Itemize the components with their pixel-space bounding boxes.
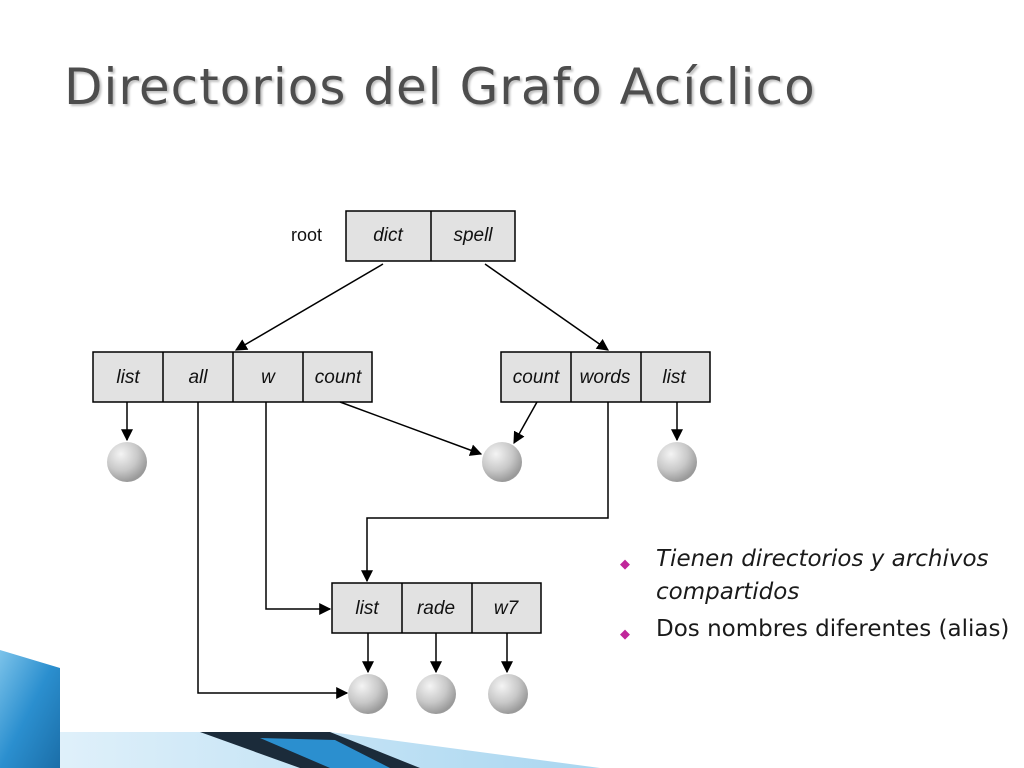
graph-edges [121, 263, 683, 699]
corner-blue-stripe [260, 738, 390, 768]
file-node-w7 [488, 674, 528, 714]
corner-blue-left [0, 650, 60, 768]
edge-all-to-file [197, 402, 349, 699]
spell-directory: count words list [500, 351, 711, 403]
file-node-shared-list [348, 674, 388, 714]
bullet-item: ◆ Dos nombres diferentes (alias) [618, 613, 1018, 646]
file-node-spell-list [657, 442, 697, 482]
shared-directory: list rade w7 [331, 582, 542, 634]
slide-title: Directorios del Grafo Acíclico [64, 58, 816, 116]
shared-cell-w7: w7 [494, 598, 520, 619]
diamond-bullet-icon: ◆ [620, 557, 630, 572]
dict-cell-all: all [188, 367, 208, 388]
dict-directory: list all w count [92, 351, 373, 403]
dict-cell-w: w [261, 367, 276, 388]
file-node-rade [416, 674, 456, 714]
file-node-list [107, 442, 147, 482]
bullet-item: ◆ Tienen directorios y archivos comparti… [618, 543, 1018, 609]
dict-cell-list: list [116, 367, 140, 388]
root-label: root [291, 225, 322, 245]
edge-spell-count-to-shared-file [513, 401, 538, 445]
shared-cell-rade: rade [417, 598, 455, 619]
root-cell-spell: spell [453, 225, 493, 246]
spell-cell-list: list [662, 367, 686, 388]
bullet-text-shared: Tienen directorios y archivos compartido… [656, 546, 989, 605]
bullet-text-alias: Dos nombres diferentes (alias) [656, 616, 1010, 642]
spell-cell-count: count [513, 367, 560, 388]
root-cell-dict: dict [373, 225, 403, 246]
file-node-shared-count [482, 442, 522, 482]
file-nodes [107, 442, 697, 714]
edge-words-to-shared-directory [361, 402, 609, 583]
shared-cell-list: list [355, 598, 379, 619]
bullet-list: ◆ Tienen directorios y archivos comparti… [618, 543, 1018, 650]
diamond-bullet-icon: ◆ [620, 627, 630, 642]
dict-cell-count: count [315, 367, 362, 388]
edge-w-to-shared-directory [265, 402, 332, 615]
spell-cell-words: words [580, 367, 631, 388]
edge-dict-to-directory [234, 263, 384, 351]
edge-count-to-shared-file [339, 401, 483, 456]
root-directory: dict spell [345, 210, 516, 262]
edge-spell-to-directory [484, 263, 609, 351]
